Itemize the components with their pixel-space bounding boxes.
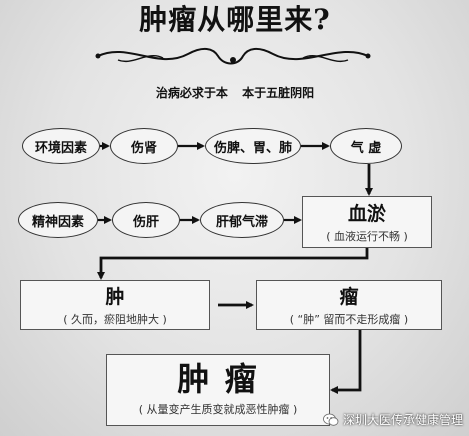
subtitle: 治病必求于本 本于五脏阴阳: [155, 86, 315, 100]
box-tumor-final: 肿 瘤 ( 从量变产生质变就成恶性肿瘤 ): [106, 354, 330, 426]
oval-environment-factor: 环境因素: [22, 128, 100, 164]
arrow-mass-to-tumor: [330, 330, 362, 394]
tumor-mass-desc: ( “肿” 留而不走形成瘤 ): [289, 313, 409, 326]
watermark: 深圳大医传承健康管理: [323, 411, 463, 428]
swelling-desc: ( 久而，瘀阻地肿大 ): [63, 313, 167, 326]
oval-kidney-damage: 伤肾: [110, 128, 178, 164]
oval-spleen-stomach-lung-damage: 伤脾、胃、肺: [205, 128, 301, 164]
blood-stasis-label: 血淤: [347, 203, 386, 225]
oval-liver-qi-stagnation: 肝郁气滞: [200, 202, 284, 238]
watermark-text: 深圳大医传承健康管理: [342, 413, 463, 427]
box-tumor-mass: 瘤 ( “肿” 留而不走形成瘤 ): [256, 280, 442, 330]
oval-mental-factor: 精神因素: [18, 202, 98, 238]
tumor-mass-label: 瘤: [339, 286, 359, 308]
tumor-final-desc: ( 从量变产生质变就成恶性肿瘤 ): [138, 403, 298, 416]
swelling-label: 肿: [105, 286, 125, 308]
page-title: 肿瘤从哪里来?: [139, 3, 331, 36]
oval-qi-deficiency: 气 虚: [330, 128, 402, 164]
ornament-flourish: [95, 48, 371, 65]
box-blood-stasis: 血淤 ( 血液运行不畅 ): [302, 196, 432, 248]
arrow-blood-to-swelling: [97, 248, 369, 280]
box-swelling: 肿 ( 久而，瘀阻地肿大 ): [20, 280, 210, 330]
tumor-final-label: 肿 瘤: [177, 360, 259, 398]
oval-liver-damage: 伤肝: [112, 202, 180, 238]
blood-stasis-desc: ( 血液运行不畅 ): [326, 230, 408, 243]
wechat-icon: [323, 413, 339, 426]
